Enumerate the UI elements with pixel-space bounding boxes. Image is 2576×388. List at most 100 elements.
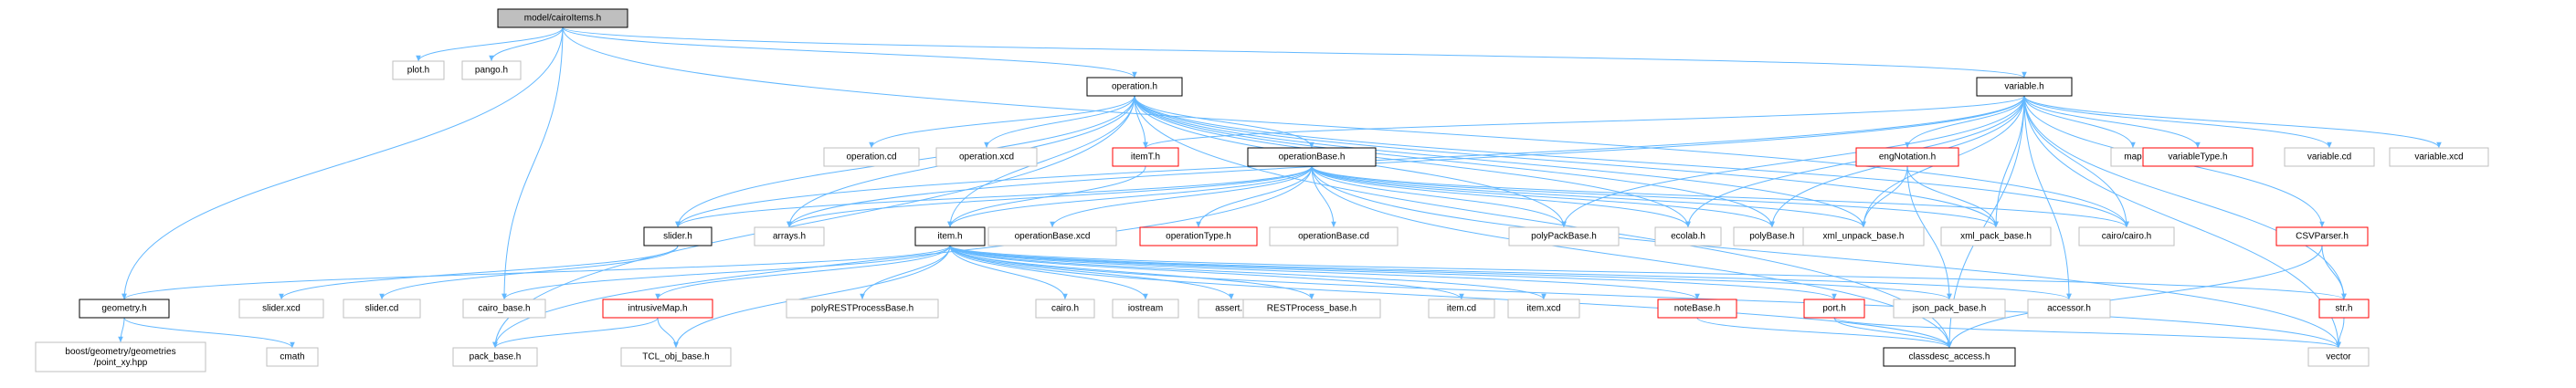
node-box — [1508, 226, 1620, 246]
node-box — [602, 299, 713, 319]
node-json_pack_base: json_pack_base.h — [1893, 299, 2006, 319]
node-cairoItems[interactable]: model/cairoItems.h — [497, 8, 628, 28]
dependency-edge-operationBase-to-arrays — [787, 165, 1313, 228]
node-box — [1893, 299, 2006, 319]
node-classdesc_access[interactable]: classdesc_access.h — [1883, 347, 2016, 367]
dependency-edge-slider-to-slider_xcd — [279, 245, 679, 300]
node-slider[interactable]: slider.h — [643, 226, 713, 246]
node-operationType[interactable]: operationType.h — [1139, 226, 1258, 246]
node-label: operationBase.xcd — [1015, 232, 1091, 242]
node-label: iostream — [1128, 304, 1163, 314]
dependency-edge-cairoItems-to-pango — [489, 26, 564, 62]
node-variable[interactable]: variable.h — [1976, 77, 2073, 97]
node-label: cmath — [280, 352, 304, 362]
node-box — [1269, 226, 1399, 246]
node-str[interactable]: str.h — [2318, 299, 2370, 319]
node-label: variableType.h — [2168, 152, 2227, 163]
node-box — [1940, 226, 2052, 246]
node-label: map — [2124, 152, 2142, 163]
dependency-edge-item-to-TCL_obj_base — [673, 245, 951, 349]
edge-path — [949, 245, 1068, 300]
node-box — [35, 341, 206, 372]
dependency-edge-operationBase-to-cairo_cairo — [1311, 165, 2129, 228]
node-box — [452, 347, 538, 367]
edge-path — [947, 95, 1135, 228]
edge-path — [1311, 165, 1999, 228]
edge-path — [1196, 165, 1313, 228]
edge-path — [562, 26, 2129, 228]
node-label: plot.h — [407, 66, 429, 76]
dependency-edge-item-to-vector — [949, 245, 2341, 349]
node-operationBase_xcd: operationBase.xcd — [987, 226, 1117, 246]
node-geometry[interactable]: geometry.h — [79, 299, 170, 319]
dependency-edge-CSVParser-to-str — [2321, 245, 2347, 300]
dependency-edge-item-to-str — [949, 245, 2347, 300]
node-label: pack_base.h — [470, 352, 522, 362]
node-box — [1086, 77, 1183, 97]
node-label: boost/geometry/geometries/point_xy.hpp — [65, 347, 175, 368]
dependency-edge-variable-to-cairo_cairo — [2023, 95, 2129, 228]
dependency-edge-geometry-to-point_xy — [118, 317, 125, 343]
edge-path — [949, 245, 1547, 300]
node-box — [620, 347, 732, 367]
dependency-edge-operationBase-to-xml_pack_base — [1311, 165, 1999, 228]
node-cairo_cairo: cairo/cairo.h — [2078, 226, 2175, 246]
dependency-edge-variable-to-itemT — [1143, 95, 2025, 149]
edge-path — [2023, 95, 2129, 228]
edge-path — [1311, 165, 1775, 228]
node-variableType[interactable]: variableType.h — [2142, 147, 2254, 167]
node-box — [2275, 226, 2369, 246]
node-operation[interactable]: operation.h — [1086, 77, 1183, 97]
edge-path — [1311, 165, 1691, 228]
node-intrusiveMap[interactable]: intrusiveMap.h — [602, 299, 713, 319]
edge-path — [2023, 95, 2072, 300]
edge-path — [489, 26, 564, 62]
dependency-edge-variable-to-variableType — [2023, 95, 2201, 149]
edge-path — [860, 245, 951, 300]
node-item[interactable]: item.h — [914, 226, 986, 246]
dependency-edge-item-to-cairo_h — [949, 245, 1068, 300]
node-box — [2307, 347, 2370, 367]
node-label: ecolab.h — [1671, 232, 1705, 242]
node-box — [79, 299, 170, 319]
dependency-edge-port-to-vector — [1833, 317, 2341, 349]
edge-path — [1993, 95, 2025, 228]
dependency-edge-item-to-iostream — [949, 245, 1148, 300]
node-engNotation[interactable]: engNotation.h — [1855, 147, 1959, 167]
node-iostream: iostream — [1112, 299, 1179, 319]
dependency-edge-variable-to-xml_pack_base — [1993, 95, 2025, 228]
node-box — [1654, 226, 1722, 246]
edge-path — [562, 26, 2027, 79]
edge-path — [2023, 95, 2332, 149]
dependency-edge-intrusiveMap-to-pack_base — [492, 317, 659, 349]
edge-path — [787, 165, 1313, 228]
dependency-edge-item-to-cairo_base — [501, 245, 951, 300]
dependency-edge-cairoItems-to-plot — [416, 26, 564, 62]
node-operationBase[interactable]: operationBase.h — [1247, 147, 1377, 167]
node-operation_xcd: operation.xcd — [935, 147, 1038, 167]
edge-path — [492, 165, 1313, 349]
edge-path — [673, 245, 951, 349]
dependency-edge-variable-to-variable_xcd — [2023, 95, 2442, 149]
dependency-edge-cairoItems-to-variable — [562, 26, 2027, 79]
edge-path — [949, 245, 2341, 349]
node-box — [1112, 147, 1179, 167]
node-box — [1976, 77, 2073, 97]
dependency-edge-item-to-port — [949, 245, 1837, 300]
node-label: assert.h — [1215, 304, 1248, 314]
dependency-edge-item-to-geometry — [121, 245, 951, 300]
dependency-edge-operation-to-xml_unpack_base — [1134, 95, 1866, 228]
edge-path — [1947, 245, 2323, 349]
node-label: vector — [2326, 352, 2351, 362]
node-label: operation.cd — [846, 152, 896, 163]
node-label: variable.xcd — [2414, 152, 2463, 163]
dependency-edge-variable-to-accessor — [2023, 95, 2072, 300]
node-box — [914, 226, 986, 246]
node-port[interactable]: port.h — [1803, 299, 1865, 319]
node-noteBase[interactable]: noteBase.h — [1657, 299, 1737, 319]
node-itemT[interactable]: itemT.h — [1112, 147, 1179, 167]
node-CSVParser[interactable]: CSVParser.h — [2275, 226, 2369, 246]
node-label: itemT.h — [1131, 152, 1160, 163]
node-box — [823, 147, 920, 167]
